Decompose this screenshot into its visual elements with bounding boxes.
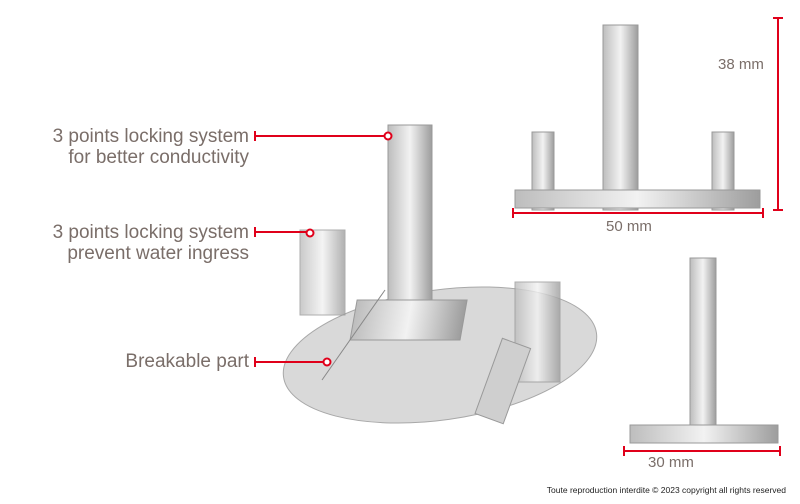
annotation-title: 3 points locking system <box>52 126 249 147</box>
side-view <box>629 257 779 444</box>
main-product-view <box>282 124 598 425</box>
annotation-title: Breakable part <box>125 351 249 372</box>
annotation-subtitle: for better conductivity <box>68 147 249 168</box>
height-dimension: 38 mm <box>718 56 764 73</box>
annotation-water-ingress: 3 points locking system prevent water in… <box>53 222 249 264</box>
depth-dimension: 30 mm <box>648 454 694 471</box>
callout-lines <box>254 17 783 456</box>
annotation-title: 3 points locking system <box>52 222 249 243</box>
annotation-subtitle: prevent water ingress <box>67 243 249 264</box>
annotation-conductivity: 3 points locking system for better condu… <box>53 126 249 168</box>
annotation-breakable-part: Breakable part <box>125 351 249 372</box>
copyright-notice: Toute reproduction interdite © 2023 copy… <box>546 485 786 495</box>
front-view <box>514 24 761 211</box>
width-dimension: 50 mm <box>606 218 652 235</box>
